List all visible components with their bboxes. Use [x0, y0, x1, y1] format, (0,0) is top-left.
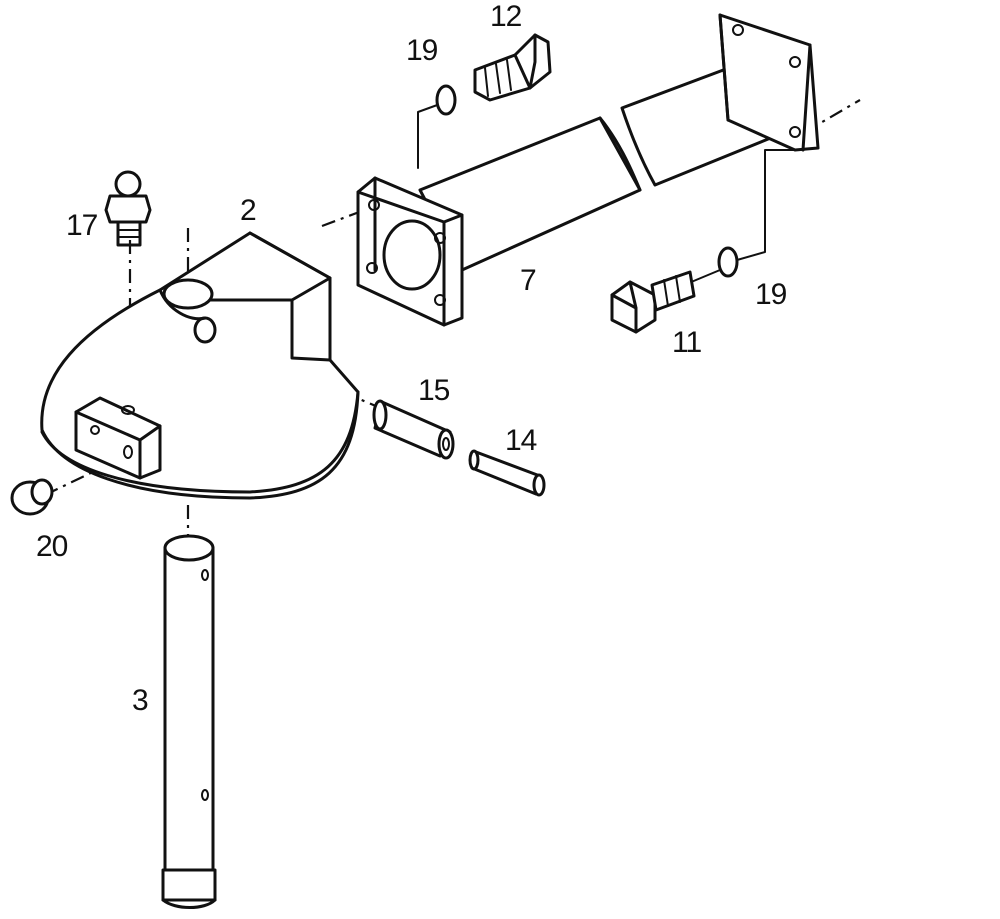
label-3: 3: [132, 684, 148, 717]
label-20: 20: [36, 530, 68, 563]
label-15: 15: [418, 374, 450, 407]
pin-14: [468, 449, 546, 497]
label-12: 12: [490, 0, 522, 33]
bolt-12: [473, 33, 552, 102]
tube-assembly: [356, 13, 820, 327]
label-19-top: 19: [406, 34, 438, 67]
label-2: 2: [240, 194, 256, 227]
label-11: 11: [672, 326, 701, 359]
label-19-right: 19: [755, 278, 787, 311]
bolt-11: [610, 270, 696, 334]
label-14: 14: [505, 424, 537, 457]
housing-plate: [40, 231, 360, 500]
grease-nipple: [104, 170, 152, 247]
plug-20: [10, 478, 54, 516]
washer-19-right: [717, 246, 739, 278]
label-17: 17: [66, 209, 98, 242]
bushing-15: [372, 399, 455, 460]
shaft-3: [161, 534, 217, 909]
washer-19-top: [435, 84, 457, 116]
label-7: 7: [520, 264, 536, 297]
